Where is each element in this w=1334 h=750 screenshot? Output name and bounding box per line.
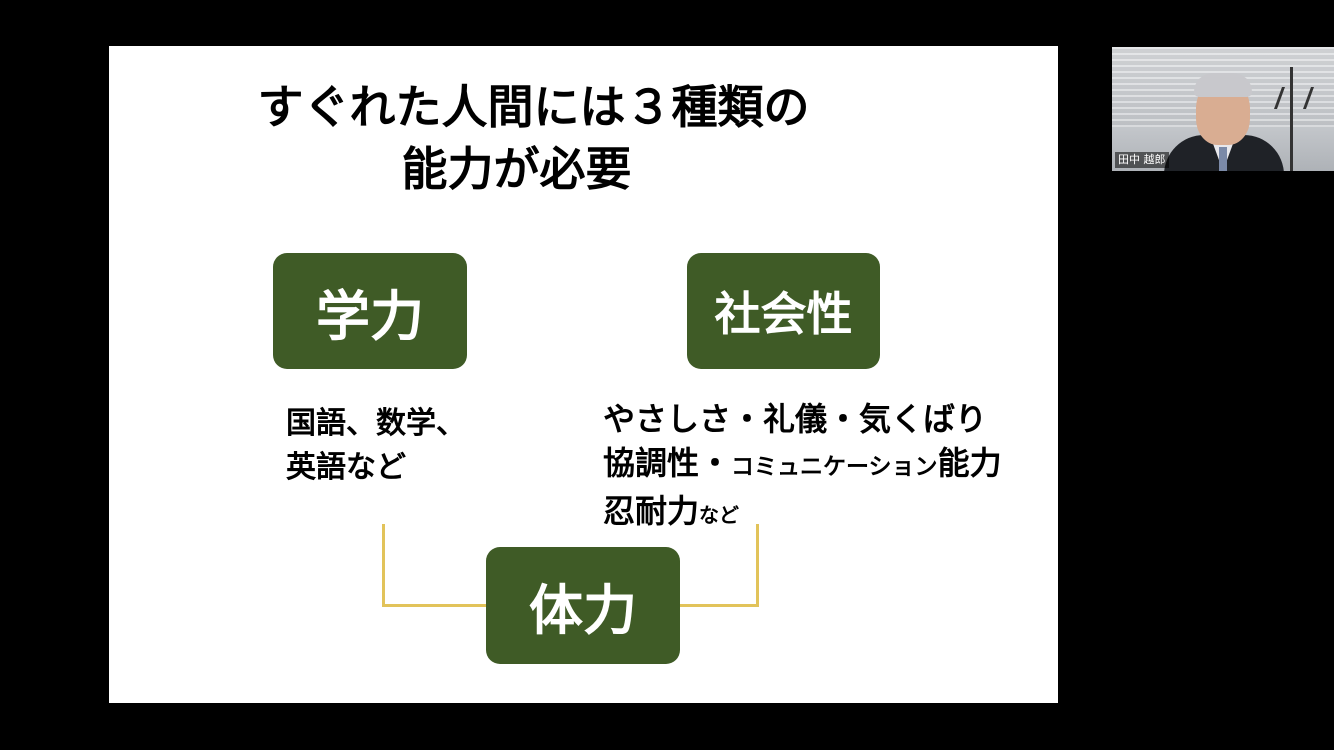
social-desc-line2-part3: 能力: [937, 444, 1002, 482]
connector-line-left-vertical: [382, 524, 385, 607]
social-desc-line3: 忍耐力など: [603, 489, 1002, 537]
connector-line-right-horizontal: [680, 604, 759, 607]
connector-line-left-horizontal: [382, 604, 487, 607]
academic-description: 国語、数学、 英語など: [286, 402, 466, 490]
social-box: 社会性: [687, 253, 880, 369]
participant-name-tag: 田中 越郎: [1115, 152, 1169, 168]
participant-video-tile[interactable]: 田中 越郎: [1112, 47, 1334, 171]
participant-tie: [1219, 147, 1227, 171]
social-desc-line3-part1: 忍耐力: [603, 492, 700, 530]
physical-box-label: 体力: [529, 579, 637, 642]
social-desc-line2-part2: コミュニケーション: [731, 454, 938, 480]
participant-hair: [1194, 73, 1252, 97]
academic-box-label: 学力: [316, 284, 424, 348]
social-description: やさしさ・礼儀・気くばり 協調性・コミュニケーション能力 忍耐力など: [603, 397, 1002, 537]
academic-desc-line1: 国語、数学、: [286, 406, 466, 441]
social-desc-line2-part1: 協調性・: [603, 444, 732, 482]
social-box-label: 社会性: [714, 287, 853, 341]
slide-title: すぐれた人間には３種類の 能力が必要: [109, 76, 1058, 200]
academic-desc-line2: 英語など: [286, 450, 406, 485]
social-desc-line3-part2: など: [699, 503, 740, 527]
slide-title-line1: すぐれた人間には３種類の: [257, 80, 810, 134]
social-desc-line1: やさしさ・礼儀・気くばり: [603, 400, 988, 438]
shared-slide: すぐれた人間には３種類の 能力が必要 学力 社会性 体力 国語、数学、 英語など…: [109, 46, 1058, 703]
social-desc-line2: 協調性・コミュニケーション能力: [603, 441, 1002, 489]
slide-title-line2: 能力が必要: [401, 142, 632, 196]
connector-line-right-vertical: [756, 524, 759, 607]
physical-box: 体力: [486, 547, 680, 664]
academic-box: 学力: [273, 253, 467, 369]
video-coat-stand: [1290, 67, 1293, 171]
